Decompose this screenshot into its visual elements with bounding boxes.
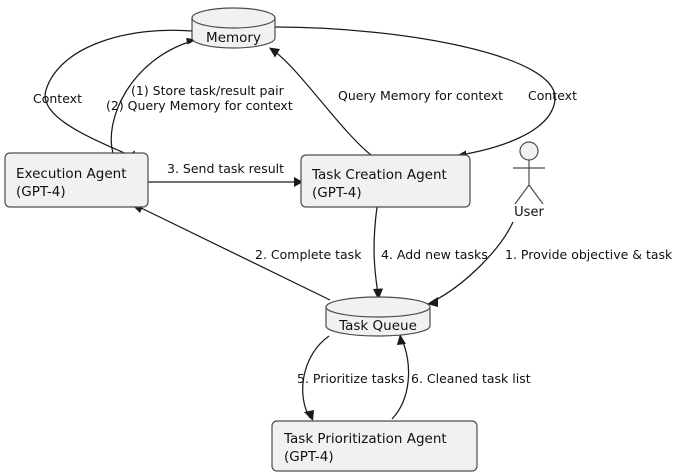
node-task-creation-agent[interactable]: Task Creation Agent (GPT-4) <box>300 154 471 208</box>
edge-path <box>431 221 514 303</box>
edge-execution-agent-to-task-creation-agent: 3. Send task result <box>148 161 303 187</box>
node-task-prioritization-agent[interactable]: Task Prioritization Agent (GPT-4) <box>271 420 478 472</box>
edge-label-cleaned-task-list: 6. Cleaned task list <box>411 371 531 386</box>
arrowhead <box>397 334 406 345</box>
edge-task-prioritization-agent-to-task-queue: 6. Cleaned task list <box>391 334 531 420</box>
edge-label-query-memory-right: Query Memory for context <box>338 88 503 103</box>
edge-label-query-memory-2: (2) Query Memory for context <box>106 98 293 113</box>
edge-user-to-task-queue: 1. Provide objective & task <box>427 221 673 307</box>
edge-path <box>302 335 330 419</box>
edge-path <box>373 206 379 295</box>
arrowhead <box>304 410 314 421</box>
edge-path <box>274 26 556 156</box>
edge-task-queue-to-execution-agent: 2. Complete task <box>129 202 362 301</box>
edge-label-complete-task: 2. Complete task <box>255 247 362 262</box>
arrowhead <box>373 288 383 300</box>
task-queue-cylinder-top <box>325 296 431 318</box>
edge-label-send-task-result: 3. Send task result <box>167 161 284 176</box>
task-queue-label: Task Queue <box>338 318 417 334</box>
edge-label-provide-objective: 1. Provide objective & task <box>505 247 673 262</box>
node-user-actor[interactable]: User <box>513 141 545 220</box>
task-prioritization-agent-label-line1: Task Prioritization Agent <box>283 431 447 447</box>
edge-label-context-left: Context <box>33 91 82 106</box>
execution-agent-box <box>4 152 149 208</box>
arrowhead <box>269 47 280 58</box>
arrowhead <box>294 177 303 187</box>
edge-task-creation-agent-to-memory: Query Memory for context <box>269 47 503 156</box>
edge-path <box>134 204 331 301</box>
user-left-leg-line <box>514 184 530 205</box>
edge-label-store-pair: (1) Store task/result pair <box>131 83 285 98</box>
arrowhead <box>427 297 438 307</box>
task-creation-agent-box <box>300 154 471 208</box>
user-head-icon <box>519 141 539 161</box>
task-creation-agent-label-line1: Task Creation Agent <box>311 167 447 183</box>
edge-path <box>110 40 193 154</box>
edge-path <box>391 339 410 420</box>
edge-path <box>44 29 193 157</box>
task-prioritization-agent-label-line2: (GPT-4) <box>284 449 334 465</box>
task-creation-agent-label-line2: (GPT-4) <box>312 185 362 201</box>
execution-agent-label-line2: (GPT-4) <box>16 184 66 200</box>
node-memory[interactable]: Memory <box>191 7 276 49</box>
edge-execution-agent-to-memory: (1) Store task/result pair (2) Query Mem… <box>106 38 293 154</box>
edge-memory-to-task-creation-agent: Context <box>274 26 577 160</box>
memory-label: Memory <box>206 30 261 46</box>
edge-label-context-right: Context <box>528 88 577 103</box>
edge-path <box>273 50 372 156</box>
task-prioritization-agent-box <box>271 420 478 472</box>
edge-label-add-new-tasks: 4. Add new tasks <box>381 247 488 262</box>
edge-label-prioritize-tasks: 5. Prioritize tasks <box>297 371 405 386</box>
node-task-queue[interactable]: Task Queue <box>325 296 431 337</box>
edge-task-queue-to-task-prioritization-agent: 5. Prioritize tasks <box>297 335 405 421</box>
node-execution-agent[interactable]: Execution Agent (GPT-4) <box>4 152 149 208</box>
execution-agent-label-line1: Execution Agent <box>16 166 127 182</box>
edge-task-creation-agent-to-task-queue: 4. Add new tasks <box>373 206 488 300</box>
user-label: User <box>514 205 544 220</box>
memory-cylinder-top <box>191 7 276 29</box>
user-right-leg-line <box>528 184 544 205</box>
